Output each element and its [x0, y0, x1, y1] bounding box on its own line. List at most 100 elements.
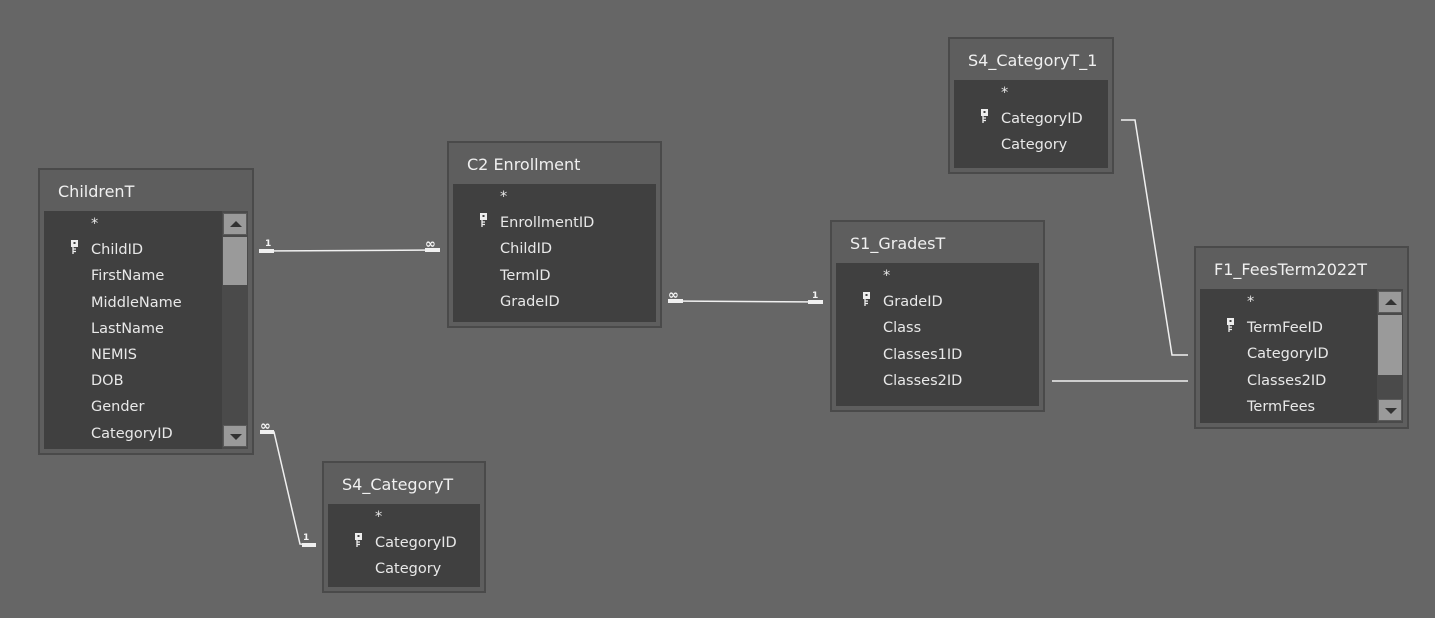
field-row[interactable]: * — [1200, 289, 1377, 315]
field-row[interactable]: * — [44, 211, 222, 237]
table-f1-feesterm2022t[interactable]: F1_FeesTerm2022T * TermFeeID CategoryID Clas… — [1194, 246, 1409, 429]
field-row[interactable]: MiddleName — [44, 290, 222, 316]
field-name: * — [883, 268, 891, 284]
field-row[interactable]: TermFees — [1200, 394, 1377, 420]
primary-key-icon — [1226, 315, 1236, 335]
field-list[interactable]: * CategoryID Category — [954, 80, 1108, 168]
field-row[interactable]: * — [954, 80, 1108, 106]
field-name: * — [91, 216, 99, 232]
field-row[interactable]: Classes2ID — [836, 368, 1039, 394]
field-list[interactable]: * CategoryID Category — [328, 504, 480, 587]
many-label: ∞ — [425, 237, 436, 252]
scroll-down-button[interactable] — [223, 425, 247, 447]
field-name: EnrollmentID — [500, 215, 595, 232]
primary-key-icon — [980, 106, 990, 126]
field-name: Category — [375, 561, 442, 578]
field-row[interactable]: EnrollmentID — [453, 210, 656, 236]
field-row[interactable]: ChildID — [453, 236, 656, 262]
scrollbar-thumb[interactable] — [223, 237, 247, 285]
vertical-scrollbar[interactable] — [222, 211, 248, 449]
table-title[interactable]: S4_CategoryT_1 — [968, 51, 1098, 70]
table-title[interactable]: S4_CategoryT — [342, 475, 454, 494]
scroll-up-button[interactable] — [1378, 291, 1402, 313]
field-name: CategoryID — [375, 535, 457, 552]
field-name: * — [1001, 85, 1009, 101]
arrow-down-icon — [230, 434, 242, 440]
rel-enrollment-grades — [667, 300, 824, 303]
primary-key-icon — [354, 530, 364, 550]
primary-key-icon — [70, 237, 80, 257]
field-row[interactable]: * — [453, 184, 656, 210]
field-row[interactable]: CategoryID — [1200, 341, 1377, 367]
table-title[interactable]: S1_GradesT — [850, 234, 946, 253]
primary-key-icon — [862, 289, 872, 309]
field-row[interactable]: Class — [836, 315, 1039, 341]
field-row[interactable]: * — [836, 263, 1039, 289]
field-row[interactable]: ChildID — [44, 237, 222, 263]
field-name: Classes1ID — [883, 346, 963, 363]
table-s4-categoryt-1[interactable]: S4_CategoryT_1 * CategoryID Category — [948, 37, 1114, 174]
field-name: CategoryID — [1001, 111, 1083, 128]
field-list[interactable]: * TermFeeID CategoryID Classes2ID TermFees — [1200, 289, 1403, 423]
field-list[interactable]: * EnrollmentID ChildID TermID GradeID — [453, 184, 656, 322]
field-name: ChildID — [500, 241, 553, 258]
field-name: Classes2ID — [883, 372, 963, 389]
scroll-up-button[interactable] — [223, 213, 247, 235]
field-row[interactable]: Category — [954, 132, 1108, 158]
field-row[interactable]: NEMIS — [44, 342, 222, 368]
field-name: MiddleName — [91, 294, 182, 311]
one-label: 1 — [265, 239, 272, 249]
field-name: Gender — [91, 399, 145, 416]
field-row[interactable]: * — [328, 504, 480, 530]
arrow-up-icon — [1385, 299, 1397, 305]
many-label: ∞ — [668, 288, 679, 303]
field-name: TermID — [500, 267, 551, 284]
field-name: DOB — [91, 373, 124, 390]
field-name: Class — [883, 320, 922, 337]
field-row[interactable]: CategoryID — [328, 530, 480, 556]
field-row[interactable]: GradeID — [836, 289, 1039, 315]
field-row[interactable]: CategoryID — [44, 421, 222, 447]
table-title[interactable]: ChildrenT — [58, 182, 135, 201]
field-row[interactable]: TermID — [453, 263, 656, 289]
arrow-up-icon — [230, 221, 242, 227]
field-name: * — [375, 509, 383, 525]
rel-children-enrollment — [258, 249, 441, 252]
field-row[interactable]: LastName — [44, 316, 222, 342]
scroll-down-button[interactable] — [1378, 399, 1402, 421]
field-row[interactable]: TermFeeID — [1200, 315, 1377, 341]
field-row[interactable]: FirstName — [44, 263, 222, 289]
field-row[interactable]: Classes2ID — [1200, 368, 1377, 394]
field-name: GradeID — [883, 294, 943, 311]
field-row[interactable]: CategoryID — [954, 106, 1108, 132]
field-row[interactable]: GradeID — [453, 289, 656, 315]
vertical-scrollbar[interactable] — [1377, 289, 1403, 423]
field-name: CategoryID — [1247, 346, 1329, 363]
field-name: NEMIS — [91, 347, 137, 363]
primary-key-icon — [479, 210, 489, 230]
table-s4-categoryt[interactable]: S4_CategoryT * CategoryID Category — [322, 461, 486, 593]
field-row[interactable]: DOB — [44, 368, 222, 394]
field-row[interactable]: Gender — [44, 394, 222, 420]
arrow-down-icon — [1385, 408, 1397, 414]
many-label: ∞ — [260, 419, 271, 434]
field-row[interactable]: Classes1ID — [836, 342, 1039, 368]
field-name: TermFees — [1247, 398, 1316, 415]
scrollbar-thumb[interactable] — [1378, 315, 1402, 375]
one-label: 1 — [812, 291, 819, 301]
field-name: * — [1247, 294, 1255, 310]
table-title[interactable]: C2 Enrollment — [467, 155, 581, 174]
table-title[interactable]: F1_FeesTerm2022T — [1214, 260, 1368, 279]
one-label: 1 — [303, 533, 310, 543]
field-name: CategoryID — [91, 425, 173, 442]
field-row[interactable]: Category — [328, 556, 480, 582]
field-name: GradeID — [500, 293, 560, 310]
rel-children-category — [260, 431, 317, 546]
field-name: LastName — [91, 320, 164, 337]
table-c2-enrollment[interactable]: C2 Enrollment * EnrollmentID ChildID TermID G… — [447, 141, 662, 328]
